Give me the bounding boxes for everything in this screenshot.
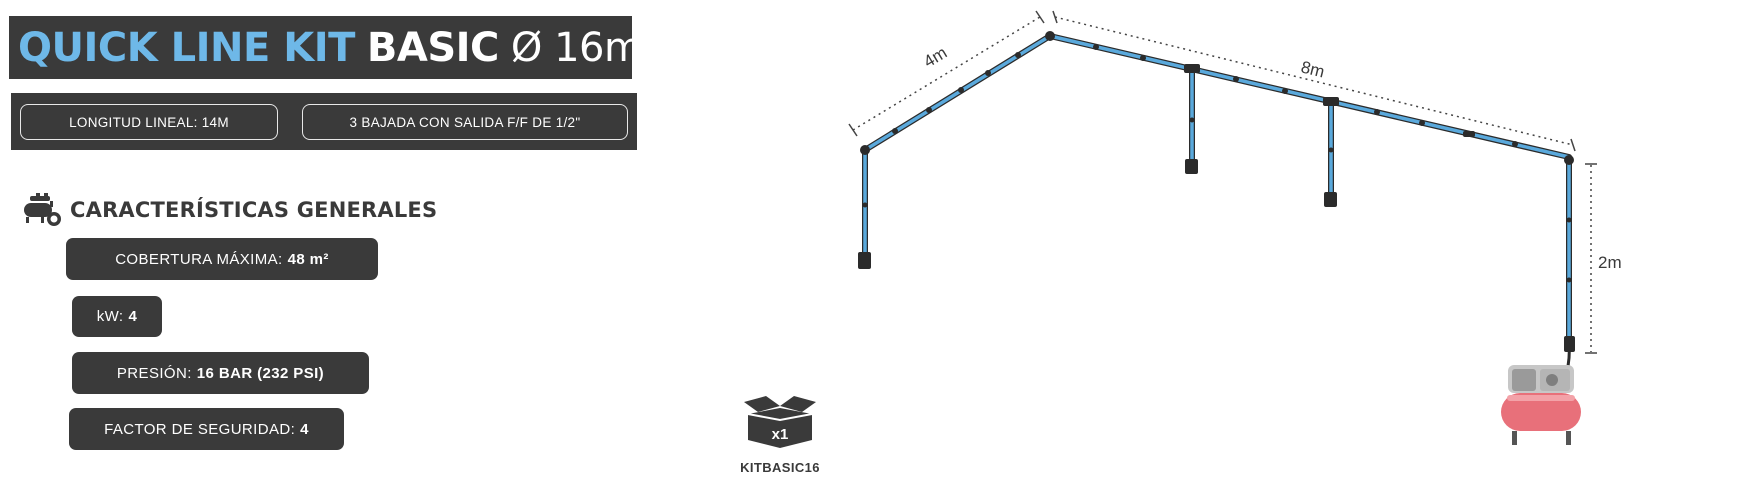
feature-pressure: PRESIÓN:16 BAR (232 PSI) (72, 352, 369, 394)
title-variant: BASIC (366, 24, 500, 71)
title-diameter: Ø 16mm (510, 24, 682, 71)
feature-value: 4 (128, 308, 138, 325)
feature-safety-factor: FACTOR DE SEGURIDAD:4 (69, 408, 344, 450)
title-banner: QUICK LINE KIT BASIC Ø 16mm (9, 16, 681, 79)
spec-bar: LONGITUD LINEAL: 14M 3 BAJADA CON SALIDA… (11, 93, 637, 150)
drop-outlets (858, 159, 1575, 352)
kit-code: KITBASIC16 (740, 460, 820, 475)
feature-label: kW: (96, 308, 124, 325)
feature-value: 4 (300, 420, 309, 438)
pipe-line (862, 33, 1572, 407)
section-title: CARACTERÍSTICAS GENERALES (70, 198, 438, 222)
title-product-name: QUICK LINE KIT (18, 24, 355, 71)
spec-drops: 3 BAJADA CON SALIDA F/F DE 1/2" (302, 104, 628, 140)
feature-value: 48 m² (287, 250, 329, 268)
dim-label-4m: 4m (920, 43, 950, 71)
feature-label: COBERTURA MÁXIMA: (115, 250, 283, 268)
open-box-icon: x1 (744, 396, 816, 448)
pipe-installation-diagram: 4m 8m 2m (848, 10, 1622, 445)
section-header: CARACTERÍSTICAS GENERALES (22, 192, 437, 228)
kit-quantity: x1 (772, 426, 789, 443)
dimension-lines (852, 16, 1592, 352)
dim-label-8m: 8m (1299, 57, 1327, 81)
air-compressor-icon (24, 193, 61, 226)
feature-kw: kW:4 (72, 296, 162, 337)
feature-value: 16 BAR (232 PSI) (196, 364, 325, 382)
dimension-ticks (848, 10, 1597, 354)
air-compressor-illustration (1501, 365, 1581, 445)
feature-coverage: COBERTURA MÁXIMA:48 m² (66, 238, 378, 280)
pipe-fittings (860, 31, 1574, 283)
feature-label: PRESIÓN: (116, 364, 192, 382)
feature-label: FACTOR DE SEGURIDAD: (104, 420, 296, 438)
dim-label-2m: 2m (1598, 253, 1622, 272)
spec-linear-length: LONGITUD LINEAL: 14M (20, 104, 278, 140)
